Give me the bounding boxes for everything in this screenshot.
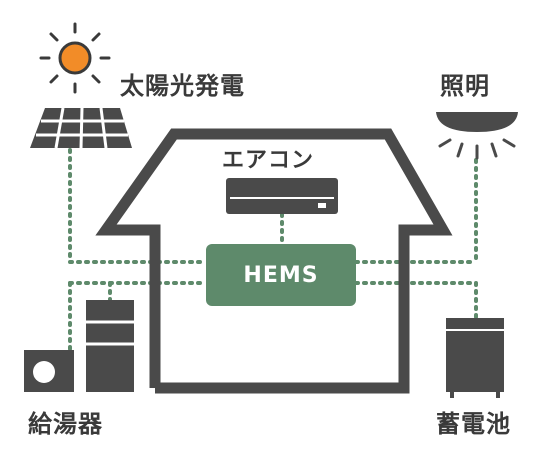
battery-label: 蓄電池 xyxy=(436,410,511,438)
connector-lines xyxy=(68,148,478,352)
aircon-label: エアコン xyxy=(222,148,315,173)
sun-icon xyxy=(39,22,111,94)
hems-box: HEMS xyxy=(206,244,356,306)
battery-icon xyxy=(446,318,504,398)
solar-label: 太陽光発電 xyxy=(120,72,245,100)
air-conditioner-icon xyxy=(226,178,338,214)
water-heater-label: 給湯器 xyxy=(28,410,103,438)
hems-label: HEMS xyxy=(243,262,319,288)
solar-panel-icon xyxy=(30,107,132,149)
house-outline xyxy=(95,128,453,394)
ceiling-light-icon xyxy=(436,112,518,160)
water-heater-icon xyxy=(24,300,134,392)
lighting-label: 照明 xyxy=(440,72,490,100)
